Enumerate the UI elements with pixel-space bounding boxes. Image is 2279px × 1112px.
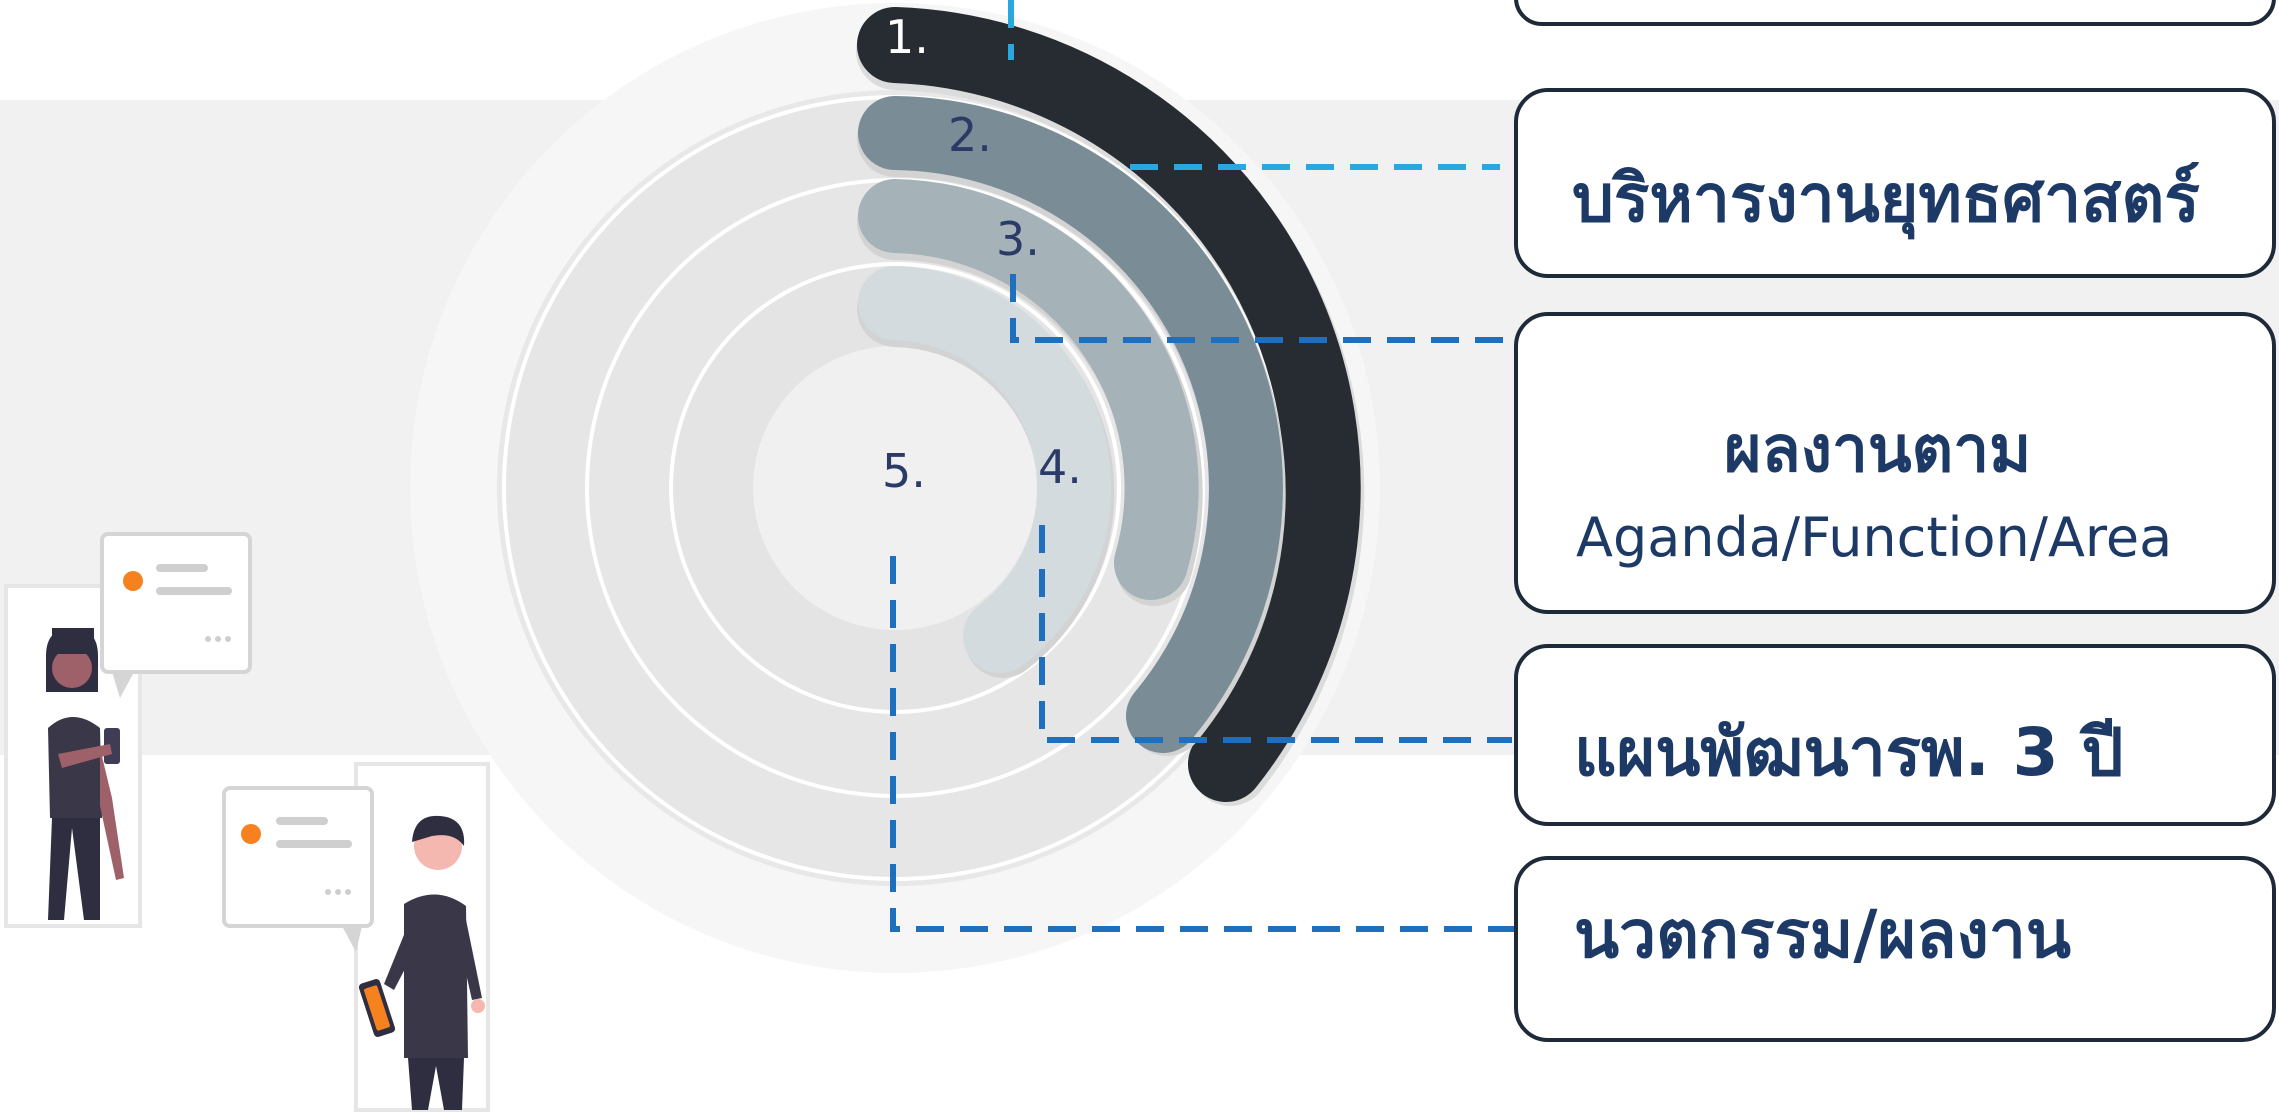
connector-3 (1010, 274, 1518, 343)
label-innovation: นวตกรรม/ผลงาน (1574, 896, 2072, 973)
chat-bubble-icon (222, 786, 374, 952)
person-with-tablet (222, 762, 490, 1112)
ring-number-4: 4. (1038, 440, 1082, 494)
tablet-icon (358, 979, 396, 1037)
label-box-strategy: บริหารงานยุทธศาสตร์ (1514, 88, 2276, 278)
label-agenda-subtitle: Aganda/Function/Area (1576, 506, 2173, 569)
label-box-innovation: นวตกรรม/ผลงาน (1514, 856, 2276, 1042)
halo-inner (753, 346, 1037, 630)
connector-4 (1039, 525, 1512, 743)
chat-bubble-icon (100, 532, 252, 698)
person-with-phone (4, 532, 252, 928)
ring-number-5: 5. (882, 444, 926, 498)
ring-number-2: 2. (948, 108, 992, 162)
top-box-partial (1514, 0, 2276, 26)
label-agenda-title: ผลงานตาม (1724, 413, 2032, 487)
label-plan: แผนพัฒนารพ. 3 ปี (1574, 714, 2124, 791)
label-strategy: บริหารงานยุทธศาสตร์ (1572, 160, 2200, 237)
ring-number-3: 3. (996, 212, 1040, 266)
ring-number-1: 1. (885, 10, 929, 64)
label-box-agenda: ผลงานตาม Aganda/Function/Area (1514, 312, 2276, 614)
label-box-plan: แผนพัฒนารพ. 3 ปี (1514, 644, 2276, 826)
ring-arc-1 (857, 7, 1361, 802)
ring-arc-3 (858, 179, 1199, 600)
ring-arc-4 (858, 266, 1112, 673)
connector-5 (890, 556, 1514, 932)
